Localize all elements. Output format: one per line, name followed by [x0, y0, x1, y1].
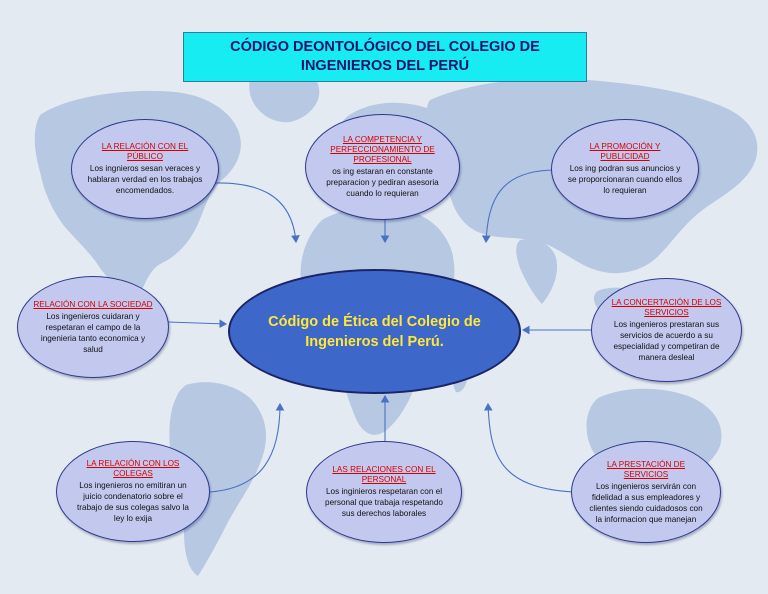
node-body: os ing estaran en constante preparacion … [326, 167, 439, 198]
page-title: CÓDIGO DEONTOLÓGICO DEL COLEGIO DE INGEN… [230, 39, 540, 74]
connector-prestacion [483, 402, 575, 493]
node-concertacion-servicios: LA CONCERTACIÓN DE LOS SERVICIOS Los ing… [591, 278, 742, 382]
node-body: Los inginieros respetaran con el persona… [325, 487, 443, 518]
connector-colegas [209, 402, 285, 493]
south-america-shape [169, 382, 266, 576]
node-title: LA PRESTACIÓN DE SERVICIOS [606, 459, 686, 479]
node-promocion-publicidad: LA PROMOCIÓN Y PUBLICIDAD Los ing podran… [551, 119, 699, 219]
connector-publico [195, 182, 300, 244]
connector-sociedad [167, 319, 228, 329]
node-body: Los ingenieros cuidaran y respetaran el … [40, 311, 146, 354]
india-shape [516, 238, 558, 304]
central-node: Código de Ética del Colegio de Ingeniero… [228, 269, 521, 394]
connectors [167, 169, 592, 493]
node-title: LA CONCERTACIÓN DE LOS SERVICIOS [611, 297, 722, 317]
node-title: RELACIÓN CON LA SOCIEDAD [33, 299, 153, 309]
node-body: Los ingenieros no emitiran un juicio con… [77, 481, 189, 523]
node-competencia: LA COMPETENCIA Y PERFECCIONAMIENTO DE PR… [305, 114, 460, 220]
node-title: LA RELACIÓN CON LOS COLEGAS [86, 459, 180, 478]
node-body: Los ingnieros sesan veraces y hablaran v… [87, 164, 203, 195]
central-node-label: Código de Ética del Colegio de Ingeniero… [268, 313, 481, 350]
node-relaciones-personal: LAS RELACIONES CON EL PERSONAL Los ingin… [306, 441, 462, 543]
node-body: Los ingenieros prestaran sus servicios d… [613, 319, 720, 362]
title-banner: CÓDIGO DEONTOLÓGICO DEL COLEGIO DE INGEN… [183, 32, 587, 82]
node-relacion-sociedad: RELACIÓN CON LA SOCIEDAD Los ingenieros … [17, 276, 169, 378]
node-prestacion-servicios: LA PRESTACIÓN DE SERVICIOS Los ingeniero… [571, 441, 721, 543]
node-title: LA PROMOCIÓN Y PUBLICIDAD [589, 142, 661, 161]
connector-promocion [481, 169, 557, 244]
node-body: Los ingenieros servirán con fidelidad a … [589, 481, 703, 524]
node-relacion-colegas: LA RELACIÓN CON LOS COLEGAS Los ingenier… [56, 441, 210, 542]
node-title: LA COMPETENCIA Y PERFECCIONAMIENTO DE PR… [330, 135, 435, 164]
node-relacion-publico: LA RELACIÓN CON EL PÚBLICO Los ingnieros… [71, 119, 219, 219]
node-title: LAS RELACIONES CON EL PERSONAL [332, 465, 436, 484]
node-body: Los ing podran sus anuncios y se proporc… [567, 164, 683, 195]
node-title: LA RELACIÓN CON EL PÚBLICO [101, 142, 189, 161]
